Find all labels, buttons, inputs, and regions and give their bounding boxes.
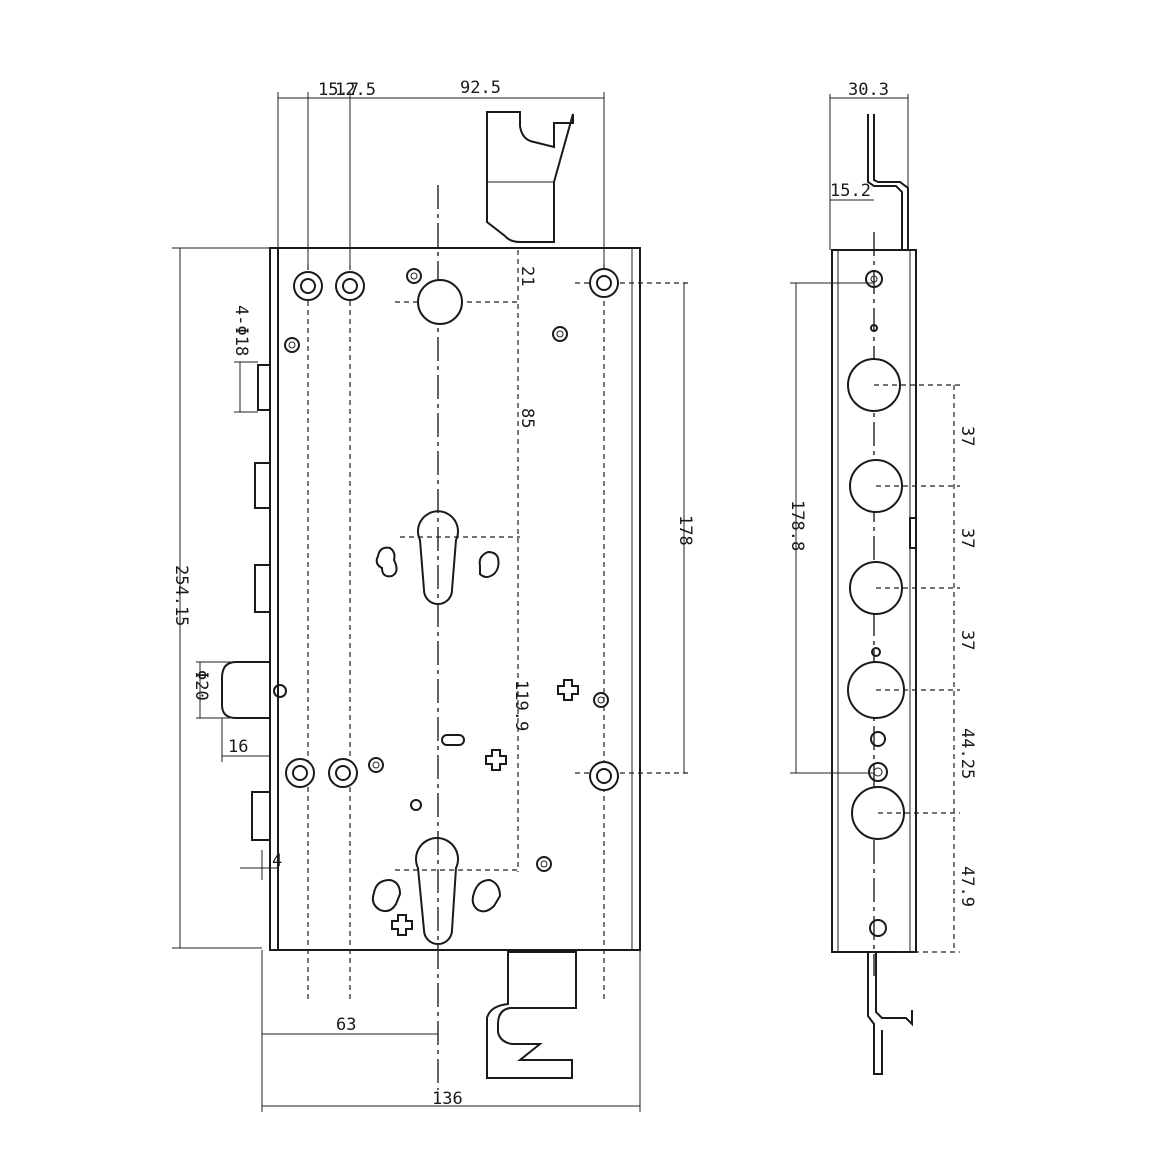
front-view: 15.7 12.5 92.5 254.15 4-Φ18 Φ20 16 4 21 … — [171, 78, 695, 1112]
side-top-rod — [867, 114, 909, 250]
side-view: 30.3 15.2 178.8 37 37 37 44.25 47.9 — [787, 80, 977, 1075]
side-dim-text-30-3: 30.3 — [848, 80, 889, 100]
dim-text-85: 85 — [517, 408, 537, 428]
spindle-hole — [417, 279, 463, 325]
dim-text-136: 136 — [432, 1089, 463, 1109]
dim-text-178: 178 — [675, 515, 695, 546]
dim-text-92-5: 92.5 — [460, 78, 501, 98]
dim-text-119-9: 119.9 — [511, 680, 531, 731]
mounting-hole-tl-1 — [293, 271, 323, 301]
oval-slot-right — [471, 878, 502, 913]
mounting-hole-tr — [589, 268, 619, 298]
dim-text-hole-spec: 4-Φ18 — [231, 305, 251, 356]
side-pin-1 — [870, 324, 878, 332]
side-dim-text-37-b: 37 — [957, 528, 977, 548]
oval-slot-left — [371, 878, 402, 913]
kidney-slot-left — [375, 546, 398, 578]
dim-text-16: 16 — [228, 737, 248, 757]
cylinder-cutout-2 — [415, 837, 459, 945]
left-bolt-4 — [251, 791, 270, 841]
dim-text-254-15: 254.15 — [171, 565, 191, 626]
mounting-hole-tl-2 — [335, 271, 365, 301]
rivet-6 — [536, 856, 552, 872]
dim-text-63: 63 — [336, 1015, 356, 1035]
side-dim-text-47-9: 47.9 — [957, 866, 977, 907]
side-dim-text-37-c: 37 — [957, 630, 977, 650]
latch-bolt — [221, 661, 270, 719]
left-bolt-2 — [254, 462, 270, 509]
top-rod — [486, 111, 574, 243]
mounting-hole-bl-1 — [285, 758, 315, 788]
dim-text-12-5: 12.5 — [335, 80, 376, 100]
dim-text-4: 4 — [272, 851, 282, 871]
rivet-3 — [552, 326, 568, 342]
side-pin-3 — [870, 731, 886, 747]
cross-hole-3 — [391, 914, 413, 936]
side-dim-text-178-8: 178.8 — [787, 500, 807, 551]
side-bottom-rod — [867, 952, 913, 1075]
side-screw-1 — [865, 270, 883, 288]
rivet-5 — [368, 757, 384, 773]
left-bolt-1 — [257, 364, 270, 411]
side-dim-text-37-a: 37 — [957, 426, 977, 446]
lock-body-outline — [269, 247, 641, 951]
side-pin-4 — [869, 919, 887, 937]
side-dim-text-15-2: 15.2 — [830, 181, 871, 201]
rivet-2 — [406, 268, 422, 284]
side-dim-text-44-25: 44.25 — [957, 728, 977, 779]
dim-text-21: 21 — [517, 266, 537, 286]
cross-hole-2 — [485, 749, 507, 771]
kidney-slot-right — [478, 550, 500, 578]
cylinder-cutout-1 — [417, 510, 459, 605]
dim-text-phi-20: Φ20 — [191, 670, 211, 701]
cross-hole-1 — [557, 679, 579, 701]
mounting-hole-br — [589, 761, 619, 791]
faceplate-notch — [909, 517, 916, 549]
left-bolt-3 — [254, 564, 270, 613]
side-screw-2 — [868, 762, 888, 782]
small-hole-1 — [273, 684, 287, 698]
bottom-rod — [486, 951, 577, 1079]
dim-text-15-7: 15.7 — [318, 80, 359, 100]
side-pin-2 — [871, 647, 881, 657]
mounting-hole-bl-2 — [328, 758, 358, 788]
rivet-1 — [284, 337, 300, 353]
small-hole-2 — [410, 799, 422, 811]
rivet-4 — [593, 692, 609, 708]
long-slot — [441, 734, 465, 746]
